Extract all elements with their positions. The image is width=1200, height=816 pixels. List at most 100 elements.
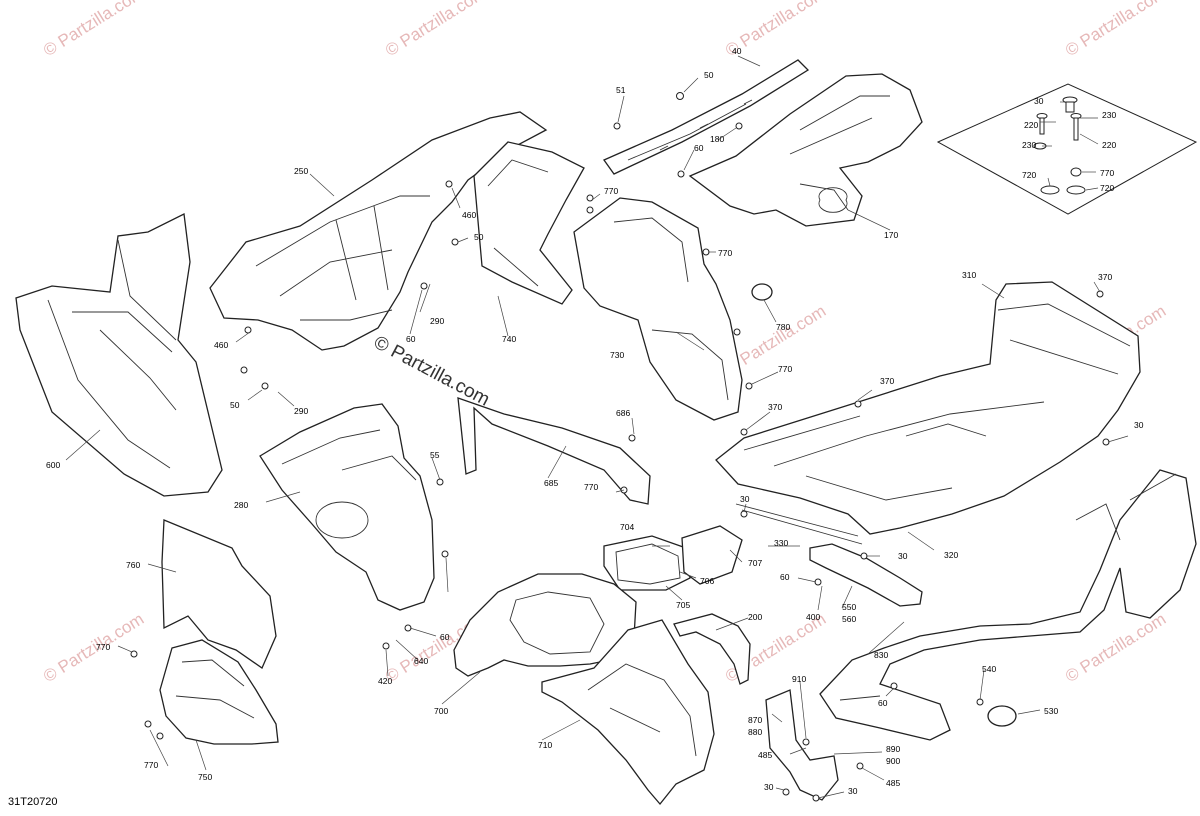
label-704: 704 bbox=[620, 522, 634, 532]
label-370: 370 bbox=[768, 402, 782, 412]
label-780: 780 bbox=[776, 322, 790, 332]
label-560: 560 bbox=[842, 614, 856, 624]
label-700: 700 bbox=[434, 706, 448, 716]
label-370: 370 bbox=[880, 376, 894, 386]
label-30: 30 bbox=[898, 551, 908, 561]
label-320: 320 bbox=[944, 550, 958, 560]
part-740-side-cover bbox=[473, 141, 585, 305]
label-30: 30 bbox=[1034, 96, 1044, 106]
label-220: 220 bbox=[1024, 120, 1038, 130]
label-230: 230 bbox=[1022, 140, 1036, 150]
diagram-code: 31T20720 bbox=[8, 796, 58, 808]
label-290: 290 bbox=[430, 316, 444, 326]
label-60: 60 bbox=[694, 143, 704, 153]
label-250: 250 bbox=[294, 166, 308, 176]
label-600: 600 bbox=[46, 460, 60, 470]
part-170-upper-structure bbox=[688, 73, 923, 227]
callout-labels: 40 50 51 180 60 30 220 230 230 220 720 7… bbox=[46, 46, 1144, 796]
label-705: 705 bbox=[676, 600, 690, 610]
label-550: 550 bbox=[842, 602, 856, 612]
label-760: 760 bbox=[126, 560, 140, 570]
label-30: 30 bbox=[740, 494, 750, 504]
label-770: 770 bbox=[584, 482, 598, 492]
label-706: 706 bbox=[700, 576, 714, 586]
part-760-panel bbox=[161, 519, 277, 669]
label-830: 830 bbox=[874, 650, 888, 660]
part-685-bar bbox=[457, 397, 651, 505]
label-460: 460 bbox=[462, 210, 476, 220]
label-30: 30 bbox=[848, 786, 858, 796]
label-770: 770 bbox=[604, 186, 618, 196]
hardware-kit-box bbox=[936, 83, 1198, 215]
part-550-link bbox=[809, 543, 923, 607]
label-770: 770 bbox=[96, 642, 110, 652]
part-870-hinge bbox=[765, 689, 839, 801]
label-60: 60 bbox=[780, 572, 790, 582]
label-730: 730 bbox=[610, 350, 624, 360]
label-200: 200 bbox=[748, 612, 762, 622]
part-710-lower-shroud bbox=[541, 619, 715, 806]
label-740: 740 bbox=[502, 334, 516, 344]
label-485: 485 bbox=[758, 750, 772, 760]
label-55: 55 bbox=[430, 450, 440, 460]
label-460: 460 bbox=[214, 340, 228, 350]
label-685: 685 bbox=[544, 478, 558, 488]
label-30: 30 bbox=[1134, 420, 1144, 430]
label-686: 686 bbox=[616, 408, 630, 418]
label-485: 485 bbox=[886, 778, 900, 788]
hardware-kit-parts bbox=[1033, 96, 1086, 195]
label-540: 540 bbox=[982, 664, 996, 674]
label-50: 50 bbox=[230, 400, 240, 410]
part-280-front-frame bbox=[259, 403, 435, 611]
part-600-side-panel bbox=[15, 213, 223, 497]
part-707-ring bbox=[681, 525, 743, 585]
label-170: 170 bbox=[884, 230, 898, 240]
label-770: 770 bbox=[718, 248, 732, 258]
label-330: 330 bbox=[774, 538, 788, 548]
label-707: 707 bbox=[748, 558, 762, 568]
label-880: 880 bbox=[748, 727, 762, 737]
part-200-bracket bbox=[673, 613, 751, 685]
label-60: 60 bbox=[406, 334, 416, 344]
label-30: 30 bbox=[764, 782, 774, 792]
label-60: 60 bbox=[440, 632, 450, 642]
label-770: 770 bbox=[144, 760, 158, 770]
label-40: 40 bbox=[732, 46, 742, 56]
label-890: 890 bbox=[886, 744, 900, 754]
label-910: 910 bbox=[792, 674, 806, 684]
label-770: 770 bbox=[1100, 168, 1114, 178]
leader-lines bbox=[65, 55, 1129, 799]
label-280: 280 bbox=[234, 500, 248, 510]
label-770: 770 bbox=[778, 364, 792, 374]
label-720: 720 bbox=[1100, 183, 1114, 193]
label-180: 180 bbox=[710, 134, 724, 144]
part-320-rear-rack bbox=[715, 281, 1141, 535]
part-830-rear-bumper bbox=[819, 469, 1197, 741]
label-370: 370 bbox=[1098, 272, 1112, 282]
part-40-bracket-bar bbox=[603, 59, 810, 175]
label-720: 720 bbox=[1022, 170, 1036, 180]
label-310: 310 bbox=[962, 270, 976, 280]
label-750: 750 bbox=[198, 772, 212, 782]
part-530-plug bbox=[987, 705, 1017, 727]
part-780-grommet bbox=[751, 283, 773, 301]
label-870: 870 bbox=[748, 715, 762, 725]
label-51: 51 bbox=[616, 85, 626, 95]
label-230: 230 bbox=[1102, 110, 1116, 120]
label-710: 710 bbox=[538, 740, 552, 750]
label-220: 220 bbox=[1102, 140, 1116, 150]
label-400: 400 bbox=[806, 612, 820, 622]
label-290: 290 bbox=[294, 406, 308, 416]
label-530: 530 bbox=[1044, 706, 1058, 716]
label-420: 420 bbox=[378, 676, 392, 686]
label-60: 60 bbox=[878, 698, 888, 708]
label-50: 50 bbox=[474, 232, 484, 242]
label-900: 900 bbox=[886, 756, 900, 766]
label-640: 640 bbox=[414, 656, 428, 666]
fasteners bbox=[130, 92, 1110, 802]
part-750-panel bbox=[159, 639, 279, 745]
part-730-side-cover bbox=[573, 197, 743, 421]
label-50: 50 bbox=[704, 70, 714, 80]
